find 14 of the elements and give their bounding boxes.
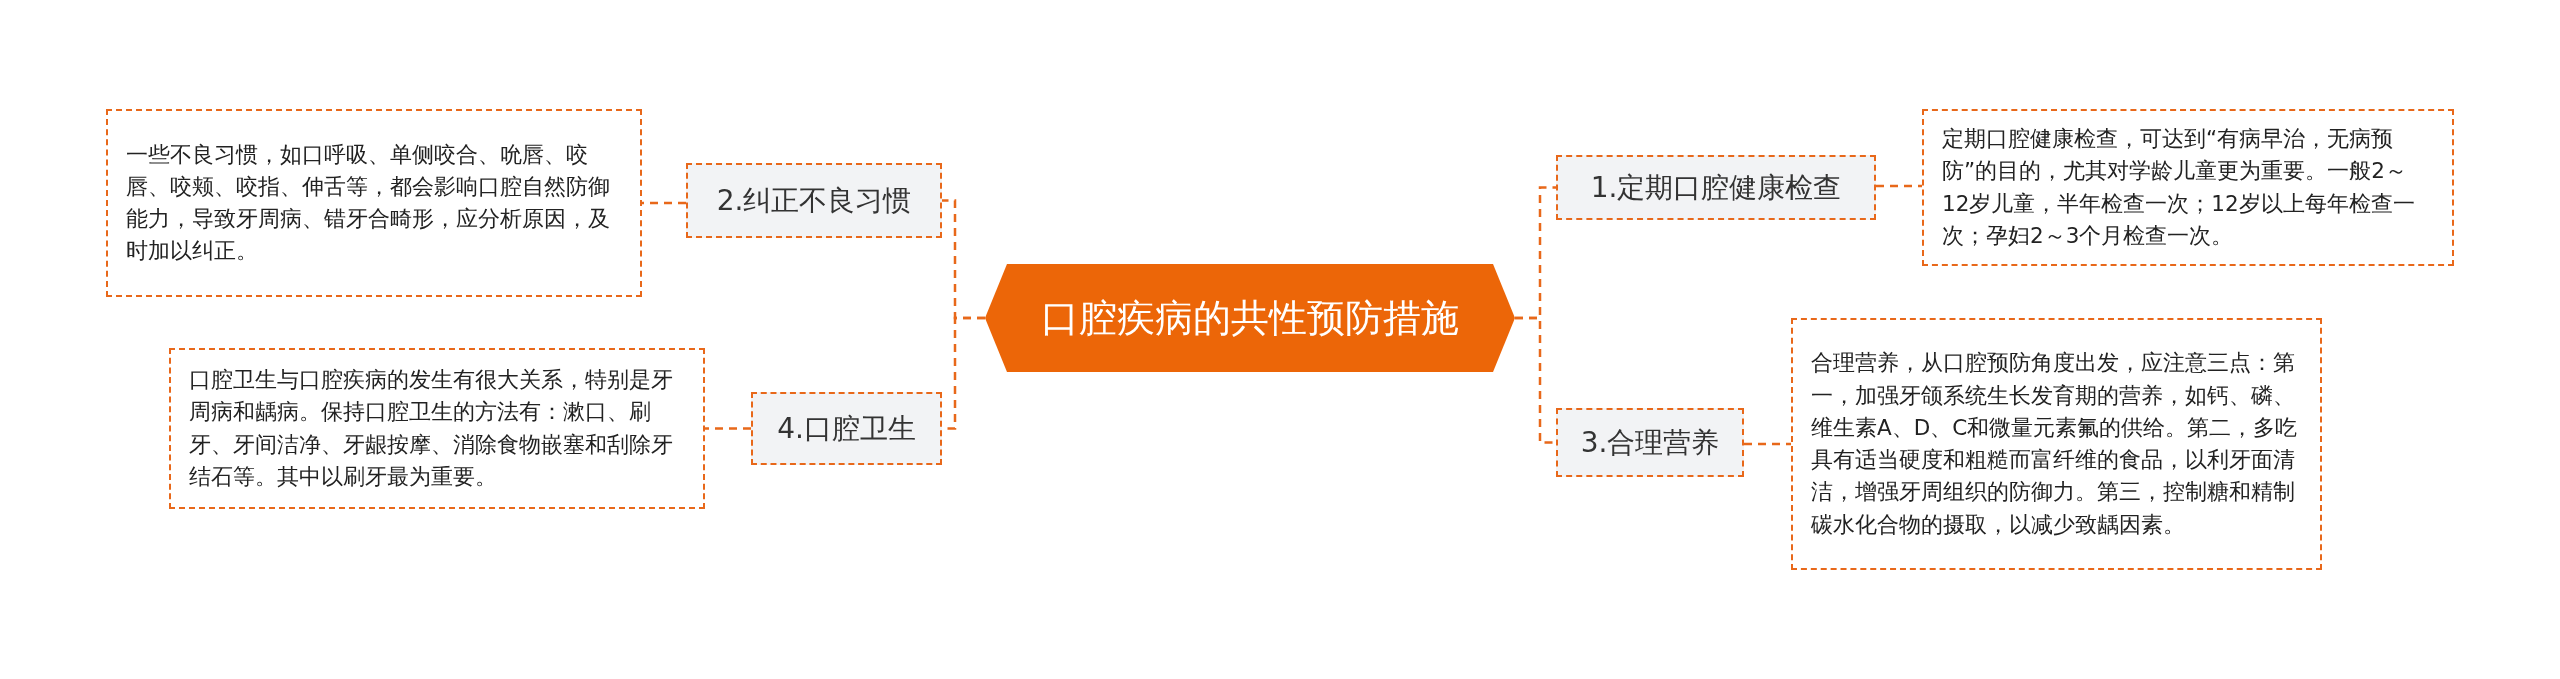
note-box: 合理营养，从口腔预防角度出发，应注意三点：第一，加强牙颌系统生长发育期的营养，如钙、磷、维生素A、D、C和微量元素氟的供给。第二，多吃具有适当硬度和粗糙而富纤维的食品，以利牙面清洁，增强牙周组织的防御力。第三，控制糖和精制碳水化合物的摄取，以减少致龋因素。 <box>1791 318 2322 570</box>
note-box: 口腔卫生与口腔疾病的发生有很大关系，特别是牙周病和龋病。保持口腔卫生的方法有：漱口、刷牙、牙间洁净、牙龈按摩、消除食物嵌塞和刮除牙结石等。其中以刷牙最为重要。 <box>169 348 705 509</box>
connector-line <box>1744 442 1791 446</box>
topic-box: 4.口腔卫生 <box>751 392 942 465</box>
topic-box: 2.纠正不良习惯 <box>686 163 942 238</box>
topic-box: 3.合理营养 <box>1556 408 1744 477</box>
note-box: 定期口腔健康检查，可达到“有病早治，无病预防”的目的，尤其对学龄儿童更为重要。一般2～12岁儿童，半年检查一次；12岁以上每年检查一次；孕妇2～3个月检查一次。 <box>1922 109 2454 266</box>
connector-line <box>705 427 751 430</box>
topic-box: 1.定期口腔健康检查 <box>1556 155 1876 220</box>
central-topic: 口腔疾病的共性预防措施 <box>1041 294 1459 342</box>
note-box: 一些不良习惯，如口呼吸、单侧咬合、吮唇、咬唇、咬颊、咬指、伸舌等，都会影响口腔自然防御能力，导致牙周病、错牙合畸形，应分析原因，及时加以纠正。 <box>106 109 642 297</box>
connector-line <box>1876 184 1922 188</box>
connector-line <box>1515 316 1556 444</box>
connector-line <box>642 201 686 205</box>
